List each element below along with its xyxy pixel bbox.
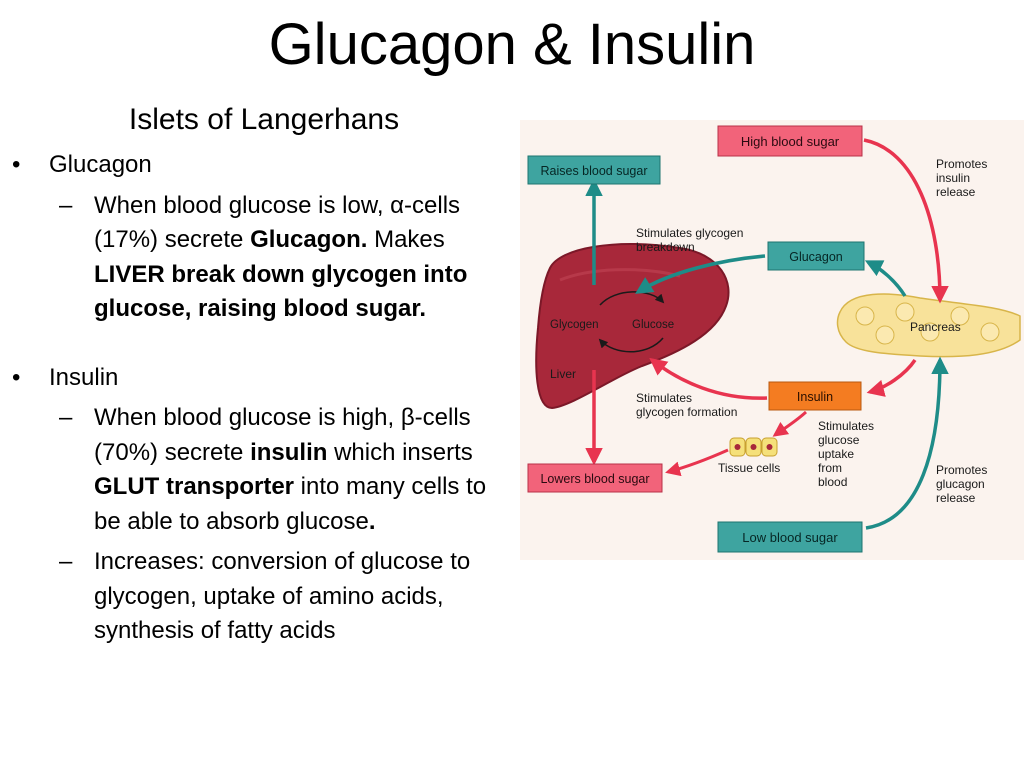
bullet-glucagon: • Glucagon bbox=[12, 148, 518, 183]
text-run-bold: insulin bbox=[250, 438, 328, 466]
label-glucose: Glucose bbox=[632, 319, 674, 331]
box-raises-blood-sugar-label: Raises blood sugar bbox=[540, 164, 647, 178]
box-low-blood-sugar: Low blood sugar bbox=[717, 521, 863, 553]
label-glycogen: Glycogen bbox=[550, 319, 599, 331]
bullet-list: • Glucagon – When blood glucose is low, … bbox=[12, 148, 518, 649]
sub-bullet-insulin-effects: – Increases: conversion of glucose to gl… bbox=[12, 545, 518, 649]
box-insulin: Insulin bbox=[768, 381, 862, 411]
sub-dash: – bbox=[59, 191, 73, 219]
glucose-glycogen-cycle-arrow bbox=[598, 337, 664, 353]
text-run: When blood glucose is high, β-cells (70%… bbox=[94, 404, 471, 466]
box-low-blood-sugar-label: Low blood sugar bbox=[742, 530, 838, 545]
text-run-bold: GLUT transporter bbox=[94, 473, 295, 500]
box-insulin-label: Insulin bbox=[797, 390, 833, 404]
box-glucagon-label: Glucagon bbox=[789, 250, 843, 264]
label-stimulates-glycogen-breakdown: Stimulates glycogen breakdown bbox=[636, 226, 747, 254]
label-promotes-insulin-release: Promotes insulin release bbox=[936, 157, 991, 199]
sub-bullet-insulin-action: – When blood glucose is high, β-cells (7… bbox=[12, 401, 518, 539]
sub-dash: – bbox=[59, 404, 73, 431]
bullet-label-glucagon: Glucagon bbox=[49, 151, 152, 178]
arrow-pancreas-to-glucagon bbox=[864, 260, 907, 297]
slide-subtitle: Islets of Langerhans bbox=[128, 103, 400, 136]
slide-title: Glucagon & Insulin bbox=[268, 12, 756, 77]
text-run-bold: Glucagon. bbox=[250, 226, 368, 253]
arrow-glucagon-to-liver bbox=[635, 254, 766, 294]
box-glucagon: Glucagon bbox=[767, 241, 865, 271]
bullet-dot: • bbox=[12, 363, 21, 391]
sub-bullet-glucagon-action: – When blood glucose is low, α-cells (17… bbox=[12, 189, 518, 327]
text-run: into many cells to be able to absorb glu… bbox=[94, 473, 487, 535]
arrow-tissue-to-lowers bbox=[665, 448, 729, 477]
arrow-insulin-to-liver bbox=[649, 357, 768, 400]
arrow-low-to-pancreas bbox=[865, 356, 949, 530]
label-promotes-glucagon-release: Promotes glucagon release bbox=[936, 463, 991, 505]
bullet-insulin: • Insulin bbox=[12, 361, 518, 396]
text-run: Makes bbox=[367, 226, 445, 253]
pancreas-shape bbox=[836, 293, 1021, 358]
glycogen-glucose-cycle-arrow bbox=[599, 291, 665, 306]
label-pancreas: Pancreas bbox=[910, 320, 961, 334]
label-liver: Liver bbox=[550, 367, 576, 381]
box-raises-blood-sugar: Raises blood sugar bbox=[527, 155, 661, 185]
text-run: which inserts bbox=[327, 438, 473, 466]
box-lowers-blood-sugar-label: Lowers blood sugar bbox=[540, 472, 649, 486]
box-lowers-blood-sugar: Lowers blood sugar bbox=[527, 463, 663, 493]
box-high-blood-sugar: High blood sugar bbox=[717, 125, 863, 157]
text-run: Increases: conversion of glucose to glyc… bbox=[94, 548, 471, 644]
bullet-dot: • bbox=[12, 151, 21, 178]
box-high-blood-sugar-label: High blood sugar bbox=[741, 134, 840, 149]
text-run: When blood glucose is low, α-cells (17%)… bbox=[94, 191, 461, 254]
arrow-insulin-to-tissue bbox=[772, 410, 808, 437]
label-stimulates-glycogen-formation: Stimulates glycogen formation bbox=[636, 391, 737, 419]
label-tissue-cells: Tissue cells bbox=[718, 461, 780, 475]
text-run-bold: LIVER break down glycogen into glucose, … bbox=[94, 260, 468, 323]
tissue-cells-icon bbox=[729, 437, 778, 457]
bullet-label-insulin: Insulin bbox=[49, 363, 119, 391]
glucose-regulation-diagram: High blood sugar Raises blood sugar Gluc… bbox=[520, 120, 1024, 560]
sub-dash: – bbox=[59, 548, 73, 575]
arrow-high-to-pancreas bbox=[863, 138, 949, 304]
text-run-bold: . bbox=[368, 507, 376, 535]
label-stimulates-glucose-uptake: Stimulates glucose uptake from blood bbox=[818, 419, 877, 489]
arrow-pancreas-to-insulin bbox=[866, 358, 917, 397]
